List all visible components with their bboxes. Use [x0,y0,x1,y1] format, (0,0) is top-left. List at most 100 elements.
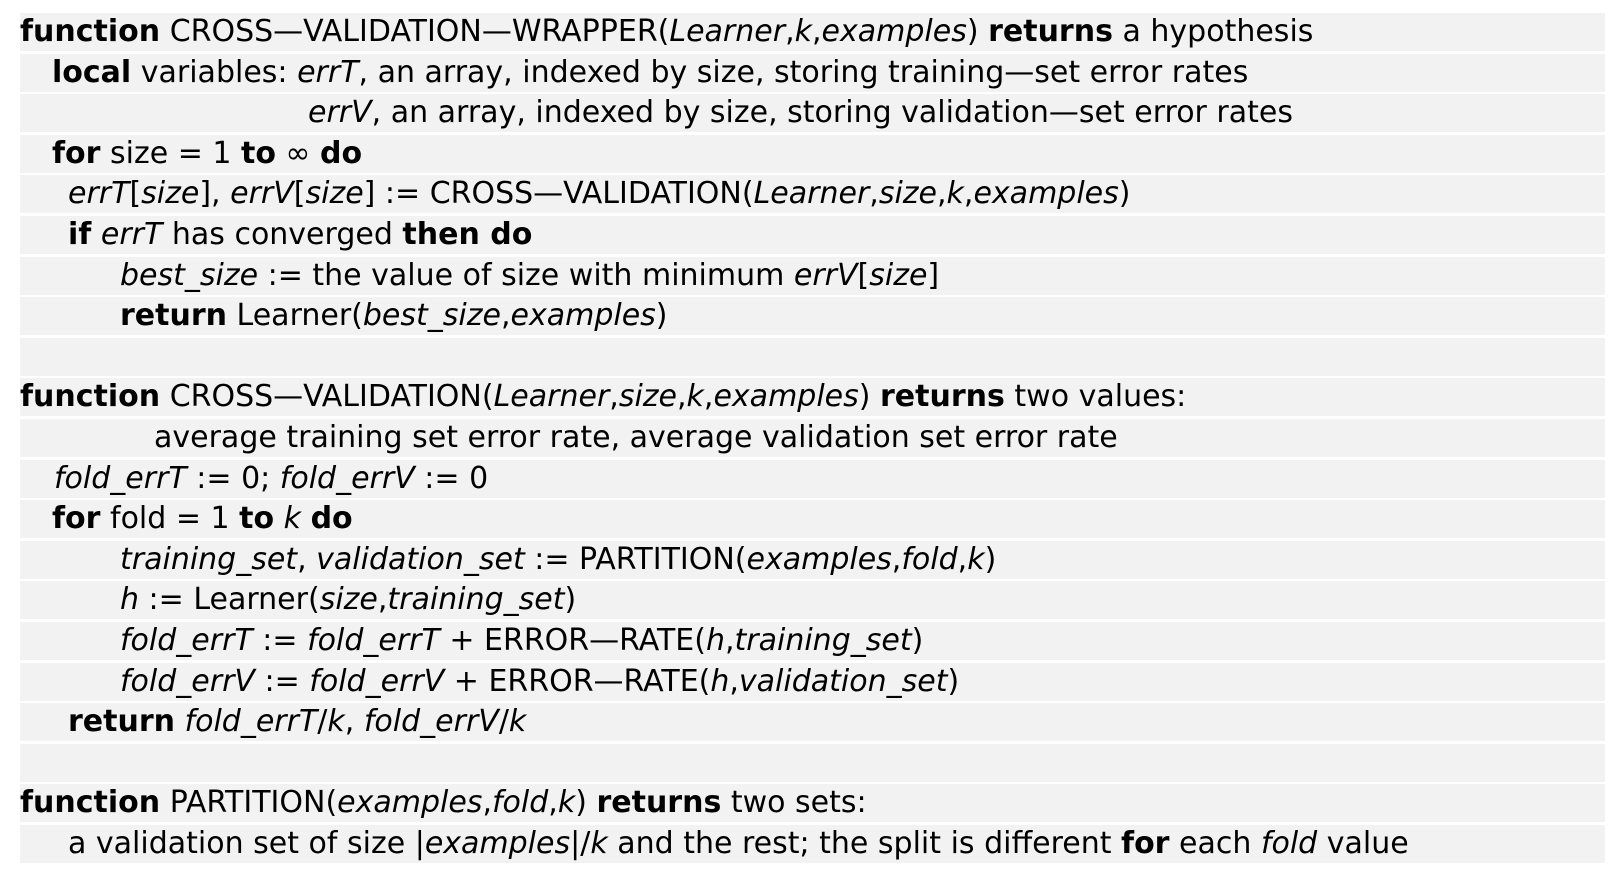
code-text: , [963,176,974,212]
code-text: , [344,704,364,740]
identifier: validation_set [738,663,948,699]
code-text: ) [984,541,997,577]
identifier: errV [793,257,858,293]
code-text: := [254,663,310,699]
identifier: errV [308,95,372,131]
code-text: a hypothesis [1112,14,1314,49]
keyword: to [241,135,276,171]
identifier: fold_errT [120,622,253,658]
identifier: training_set [387,582,565,618]
code-text [274,501,284,536]
identifier: Learner [669,14,786,49]
identifier: examples [424,825,571,861]
code-line: best_size := the value of size with mini… [20,256,1605,295]
code-text: has converged [162,216,403,252]
identifier: Learner [753,176,870,212]
code-text: two values: [1004,379,1187,415]
code-line: training_set, validation_set := PARTITIO… [20,540,1605,579]
identifier: fold_errT [307,622,440,658]
code-text: , [377,582,388,618]
code-text: ) [575,785,597,821]
keyword: do [320,135,363,171]
identifier: k [283,501,302,537]
identifier: k [557,785,576,821]
code-text: variables: [131,54,298,90]
identifier: examples [973,176,1119,212]
code-text: , an array, indexed by size, storing val… [371,95,1293,131]
identifier: best_size [120,257,259,293]
identifier: fold [901,541,958,577]
code-text: CROSS—VALIDATION( [160,379,494,415]
code-text: := [252,622,308,658]
code-line: for fold = 1 to k do [20,500,1605,539]
identifier: k [686,379,704,415]
code-line: fold_errT := fold_errT + ERROR—RATE(h,tr… [20,621,1605,660]
code-text: ] [927,257,940,293]
code-text: / [317,704,328,740]
code-text: ) [966,14,989,49]
code-line: errT[size], errV[size] := CROSS—VALIDATI… [20,175,1605,214]
identifier: k [794,14,812,49]
code-line: h := Learner(size,training_set) [20,581,1605,620]
code-text: each [1169,825,1261,861]
identifier: examples [746,541,892,577]
keyword: to [239,501,275,537]
identifier: fold_errT [54,460,187,496]
identifier: training_set [120,541,298,577]
identifier: errT [68,176,130,212]
code-text: , [869,176,879,212]
identifier: errT [297,54,359,90]
code-text: , [703,379,714,415]
code-text: , [482,785,492,821]
code-line: fold_errV := fold_errV + ERROR—RATE(h,va… [20,662,1605,701]
code-line: fold_errT := 0; fold_errV := 0 [20,459,1605,498]
identifier: fold_errV [363,704,499,740]
identifier: examples [510,298,656,334]
blank-line [20,743,1605,782]
identifier: k [590,825,608,861]
identifier: k [946,176,964,212]
code-text: [ [129,176,142,212]
identifier: fold_errV [309,663,445,699]
keyword: return [120,298,227,334]
identifier: best_size [362,298,501,334]
identifier: size [869,257,928,293]
code-line: return fold_errT/k, fold_errV/k [20,703,1605,742]
code-text: fold = 1 [100,501,240,537]
identifier: size [305,176,364,212]
code-text: ) [564,582,577,618]
identifier: fold [492,785,549,821]
code-text: , [548,785,558,821]
code-line: errV, an array, indexed by size, storing… [20,94,1605,133]
code-text: [ [857,257,870,293]
identifier: fold [1260,825,1318,861]
blank-line [20,337,1605,376]
code-text: , [729,663,739,699]
identifier: k [327,704,345,740]
code-line: a validation set of size |examples|/k an… [20,824,1605,863]
code-text: size = 1 [100,135,242,171]
code-text: ], [199,176,231,212]
identifier: h [120,582,140,618]
identifier: validation_set [316,541,525,577]
identifier: size [319,582,378,618]
identifier: k [967,541,985,577]
code-text: := 0 [414,460,489,496]
code-text: , [724,622,735,658]
code-text: , [297,541,317,577]
code-text: , [609,379,619,415]
code-text [91,217,101,252]
keyword: then do [402,216,533,252]
code-text: CROSS—VALIDATION—WRAPPER( [160,14,670,49]
identifier: size [618,379,677,415]
code-text: two sets: [721,785,867,821]
code-text: average training set error rate, average… [154,419,1118,455]
code-text: / [498,704,509,740]
code-text [301,501,311,536]
keyword: for [52,501,101,537]
keyword: returns [988,14,1113,49]
code-text: := Learner( [139,582,320,618]
code-text: + ERROR—RATE( [439,622,706,658]
identifier: fold_errT [184,704,318,740]
code-text: value [1317,825,1409,861]
